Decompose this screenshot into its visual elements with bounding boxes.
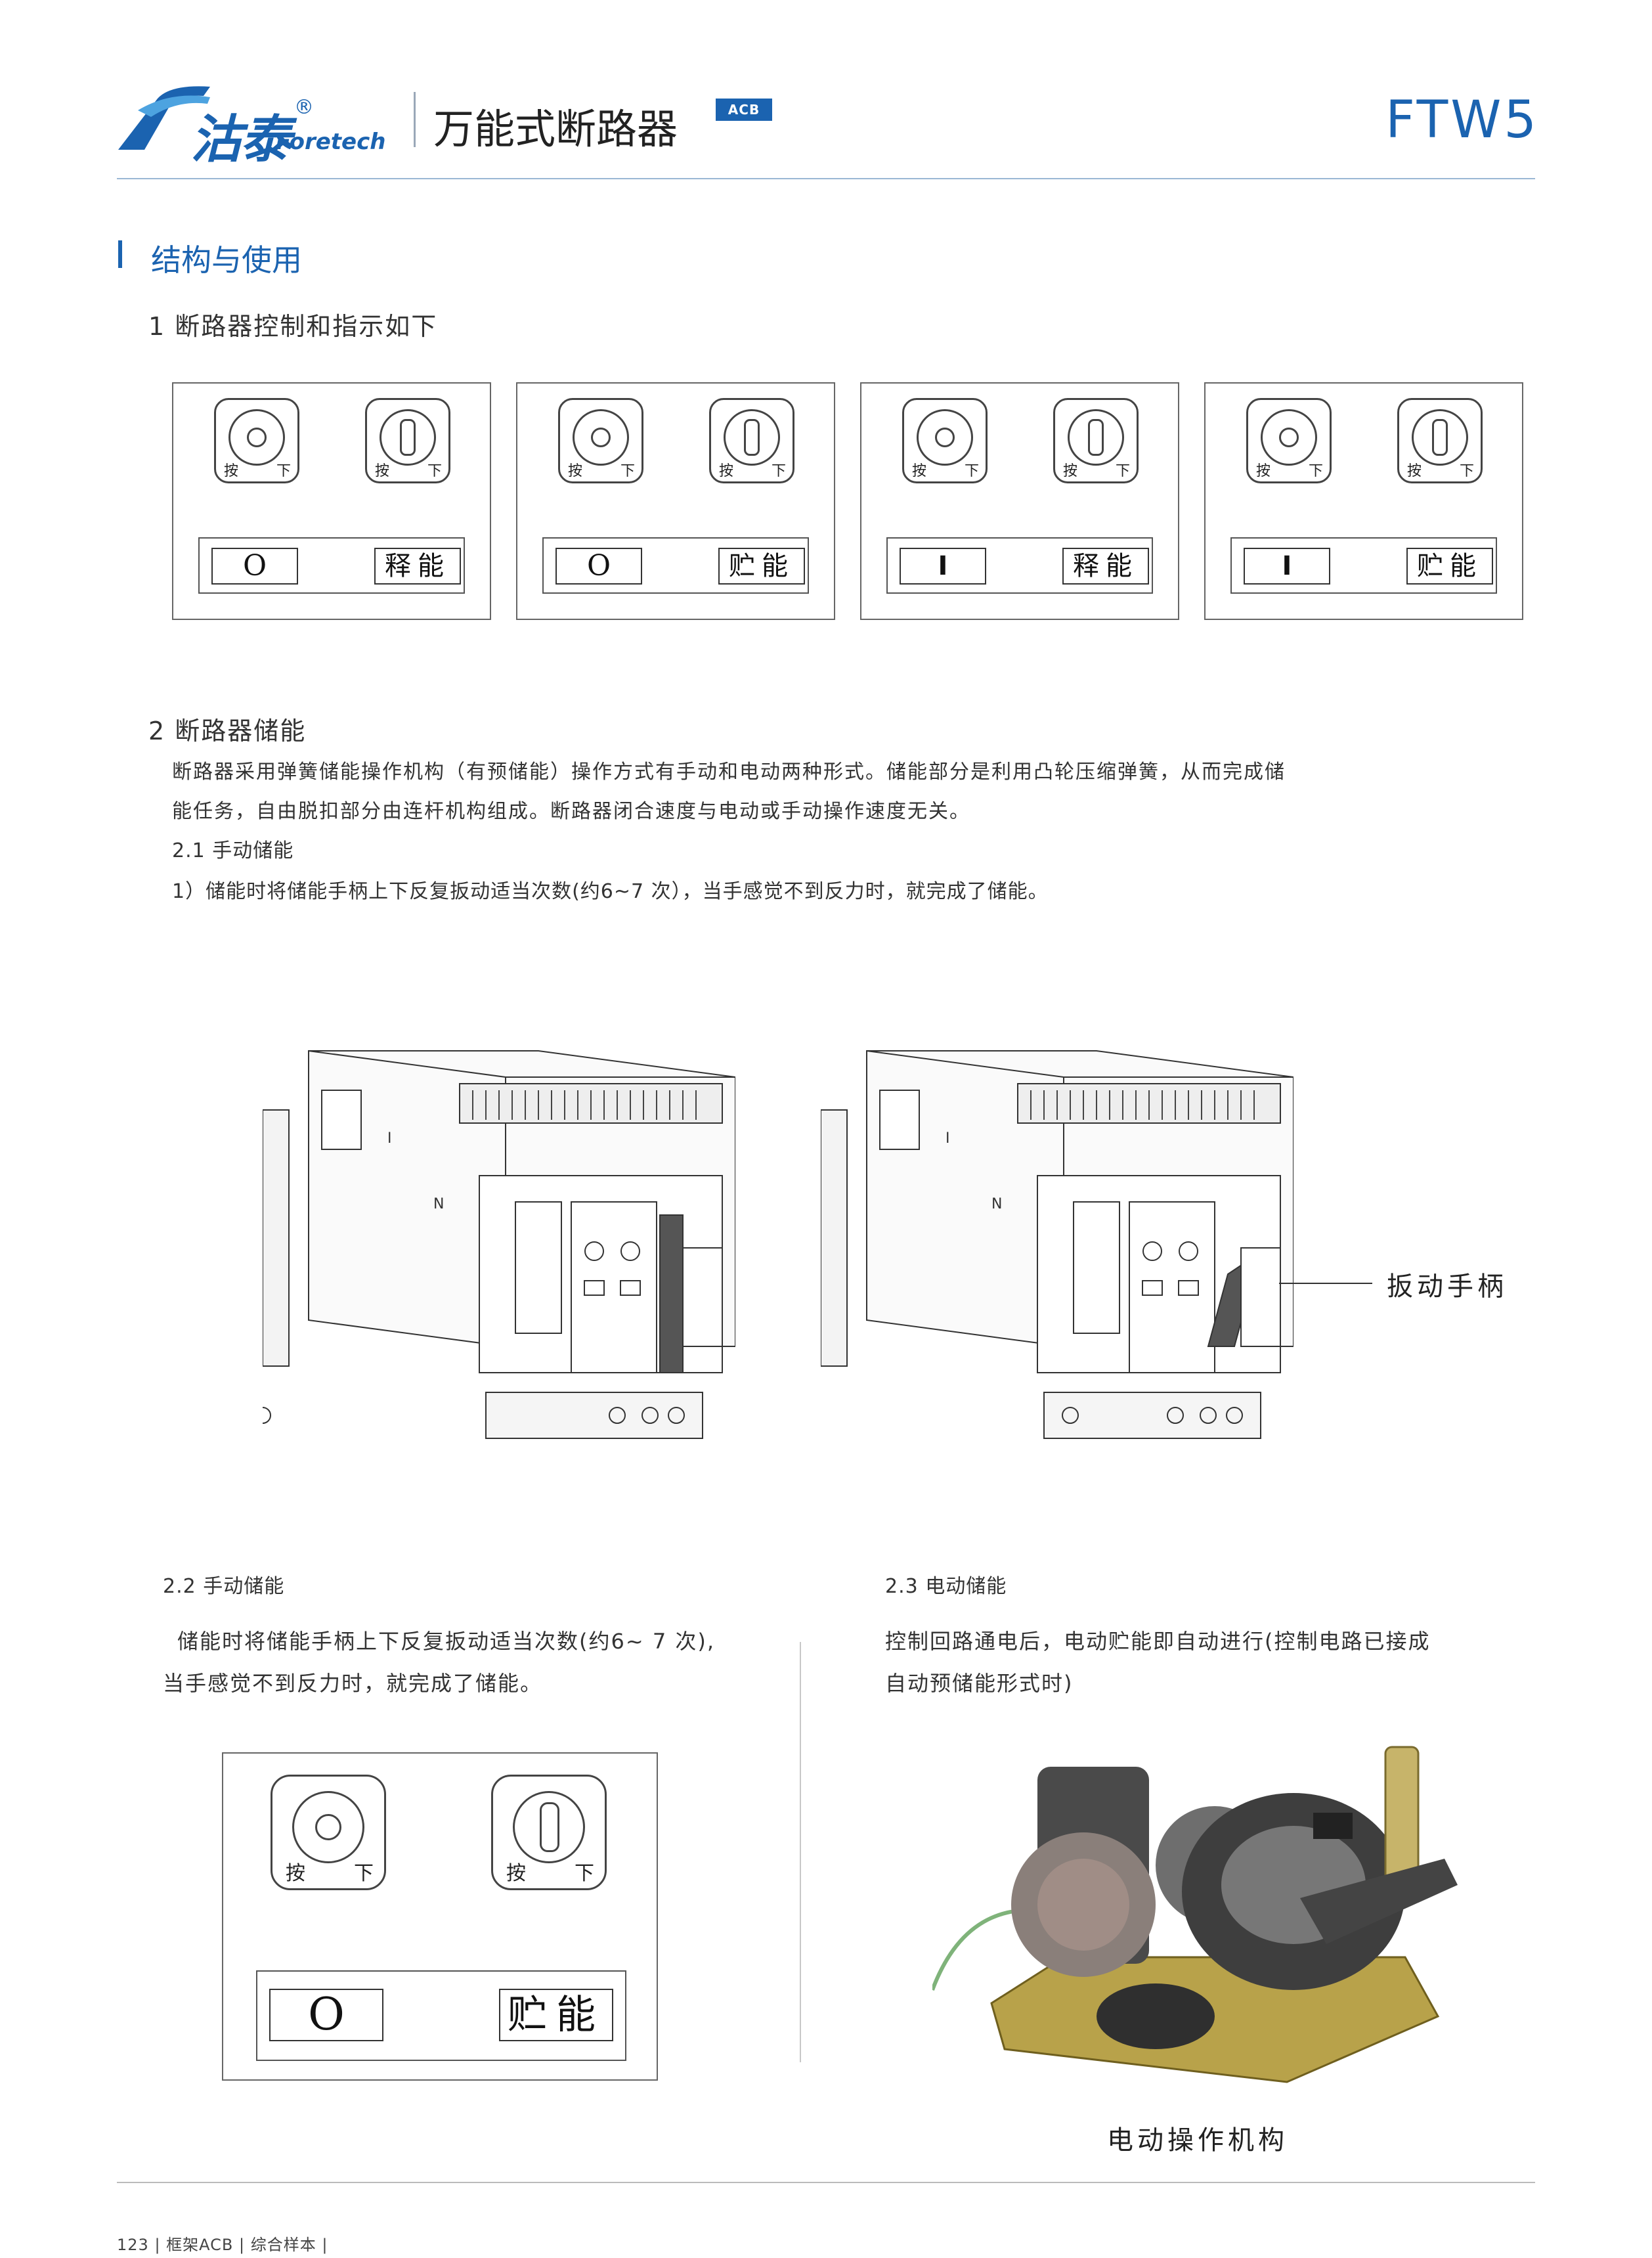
mechanism-caption: 电动操作机构 xyxy=(1107,2125,1288,2156)
state-panel-1: 按 下 按 下 O 释能 xyxy=(172,382,491,620)
motor-operating-mechanism-photo xyxy=(932,1746,1458,2083)
brand-name-cn: 沽泰 xyxy=(190,110,292,169)
callout-leader-line xyxy=(1279,1283,1372,1284)
phase-label-n: N xyxy=(991,1196,1002,1212)
subsection-1-title: 1 断路器控制和指示如下 xyxy=(148,312,438,341)
phase-label-i: I xyxy=(387,1130,392,1147)
header-divider xyxy=(414,92,416,147)
position-indicator: I xyxy=(900,548,986,585)
position-indicator: O xyxy=(211,548,298,585)
paragraph-line-2: 能任务，自由脱扣部分由连杆机构组成。断路器闭合速度与电动或手动操作速度无关。 xyxy=(172,800,970,823)
state-panel-3: 按 下 按 下 I 释能 xyxy=(860,382,1179,620)
energy-indicator: 贮能 xyxy=(499,1989,613,2041)
paragraph-line-1: 断路器采用弹簧储能操作机构（有预储能）操作方式有手动和电动两种形式。储能部分是利… xyxy=(172,761,1286,784)
close-button-icon: 按 下 xyxy=(1246,398,1332,483)
subsection-2-3-title: 2.3 电动储能 xyxy=(885,1575,1007,1598)
charged-state-panel: 按 下 按 下 O 贮能 xyxy=(222,1752,658,2081)
subsection-2-2-title: 2.2 手动储能 xyxy=(163,1575,285,1598)
model-name: FTW5 xyxy=(1385,91,1539,150)
open-button-icon: 按 下 xyxy=(491,1775,607,1890)
indicator-strip: O 贮能 xyxy=(256,1970,626,2061)
indicator-strip: I 释能 xyxy=(886,537,1153,594)
open-button-icon: 按 下 xyxy=(365,398,450,483)
brand-name-en: Foretech xyxy=(276,129,386,155)
section-accent-bar xyxy=(118,240,122,268)
acb-badge: ACB xyxy=(716,99,772,121)
manual-text-line-2: 当手感觉不到反力时，就完成了储能。 xyxy=(163,1671,543,1696)
position-indicator: I xyxy=(1244,548,1330,585)
handle-callout: 扳动手柄 xyxy=(1387,1272,1508,1302)
energy-indicator: 贮能 xyxy=(718,548,805,585)
close-button-icon: 按 下 xyxy=(271,1775,386,1890)
breaker-illustration-handle-up: I N xyxy=(821,1050,1293,1439)
phase-label-i: I xyxy=(946,1130,950,1147)
footer-text: 123 | 框架ACB | 综合样本 | xyxy=(117,2236,328,2254)
footer-rule xyxy=(117,2182,1535,2183)
close-button-icon: 按 下 xyxy=(902,398,988,483)
energy-indicator: 贮能 xyxy=(1406,548,1493,585)
subsection-2-1-title: 2.1 手动储能 xyxy=(172,839,294,862)
state-panel-4: 按 下 按 下 I 贮能 xyxy=(1204,382,1523,620)
brand-logo-mark xyxy=(118,86,210,150)
manual-text-line-1: 储能时将储能手柄上下反复扳动适当次数(约6~ 7 次), xyxy=(177,1629,716,1654)
subsection-2-title: 2 断路器储能 xyxy=(148,717,307,745)
position-indicator: O xyxy=(555,548,642,585)
electric-text-line-2: 自动预储能形式时) xyxy=(885,1671,1074,1696)
open-button-icon: 按 下 xyxy=(709,398,794,483)
indicator-strip: O 释能 xyxy=(198,537,465,594)
column-separator xyxy=(800,1642,801,2062)
open-button-icon: 按 下 xyxy=(1397,398,1483,483)
close-button-icon: 按 下 xyxy=(214,398,299,483)
electric-text-line-1: 控制回路通电后，电动贮能即自动进行(控制电路已接成 xyxy=(885,1629,1431,1654)
header-rule xyxy=(117,178,1535,179)
registered-mark: ® xyxy=(294,96,314,119)
page-title: 万能式断路器 xyxy=(433,105,678,153)
position-indicator: O xyxy=(269,1989,383,2041)
step-1-text: 1）储能时将储能手柄上下反复扳动适当次数(约6~7 次），当手感觉不到反力时，就… xyxy=(172,880,1049,903)
state-panel-2: 按 下 按 下 O 贮能 xyxy=(516,382,835,620)
indicator-strip: I 贮能 xyxy=(1230,537,1497,594)
phase-label-n: N xyxy=(433,1196,444,1212)
breaker-illustration-handle-down: I N xyxy=(263,1050,735,1439)
open-button-icon: 按 下 xyxy=(1053,398,1139,483)
energy-indicator: 释能 xyxy=(374,548,461,585)
section-title: 结构与使用 xyxy=(151,242,302,278)
energy-indicator: 释能 xyxy=(1062,548,1149,585)
close-button-icon: 按 下 xyxy=(558,398,643,483)
indicator-strip: O 贮能 xyxy=(542,537,809,594)
